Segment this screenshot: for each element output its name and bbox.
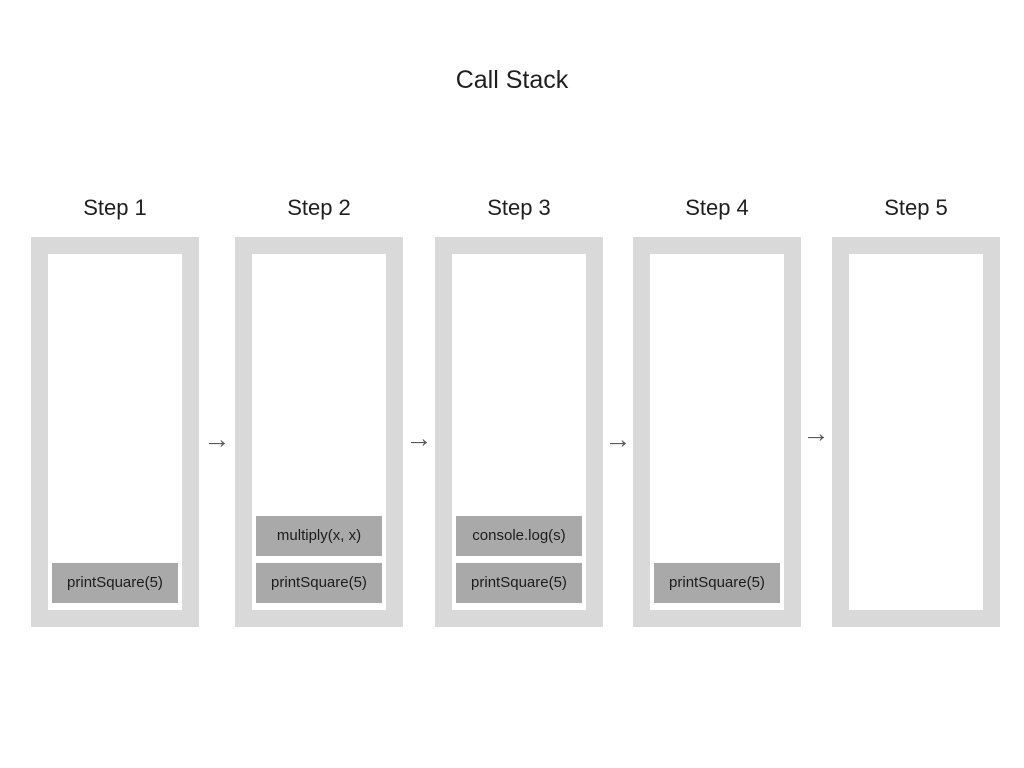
diagram-title: Call Stack <box>455 66 569 94</box>
stack-container: printSquare(5) <box>31 237 199 627</box>
arrow-right-icon: → <box>604 424 632 454</box>
stack-container <box>832 237 1000 627</box>
stack-frame: printSquare(5) <box>654 563 780 603</box>
arrow-right-icon: → <box>802 418 830 448</box>
stack-frame: console.log(s) <box>456 516 582 556</box>
step-column-2: Step 2 multiply(x, x) printSquare(5) <box>235 192 403 627</box>
step-column-4: Step 4 printSquare(5) <box>633 192 801 627</box>
step-3-label: Step 3 <box>487 195 551 220</box>
stack-frame: printSquare(5) <box>256 563 382 603</box>
step-2-label: Step 2 <box>287 195 351 220</box>
arrow-right-icon: → <box>405 423 433 453</box>
stack-inner: printSquare(5) <box>48 254 182 610</box>
stack-container: console.log(s) printSquare(5) <box>435 237 603 627</box>
stack-frame: printSquare(5) <box>456 563 582 603</box>
step-column-3: Step 3 console.log(s) printSquare(5) <box>435 192 603 627</box>
step-column-5: Step 5 <box>832 192 1000 627</box>
stack-inner: console.log(s) printSquare(5) <box>452 254 586 610</box>
step-5-label: Step 5 <box>884 195 948 220</box>
stack-container: printSquare(5) <box>633 237 801 627</box>
step-1-label: Step 1 <box>83 195 147 220</box>
stack-container: multiply(x, x) printSquare(5) <box>235 237 403 627</box>
step-column-1: Step 1 printSquare(5) <box>31 192 199 627</box>
stack-frame: multiply(x, x) <box>256 516 382 556</box>
arrow-right-icon: → <box>203 424 231 454</box>
stack-inner: printSquare(5) <box>650 254 784 610</box>
stack-frame: printSquare(5) <box>52 563 178 603</box>
stack-inner <box>849 254 983 610</box>
stack-inner: multiply(x, x) printSquare(5) <box>252 254 386 610</box>
step-4-label: Step 4 <box>685 195 749 220</box>
